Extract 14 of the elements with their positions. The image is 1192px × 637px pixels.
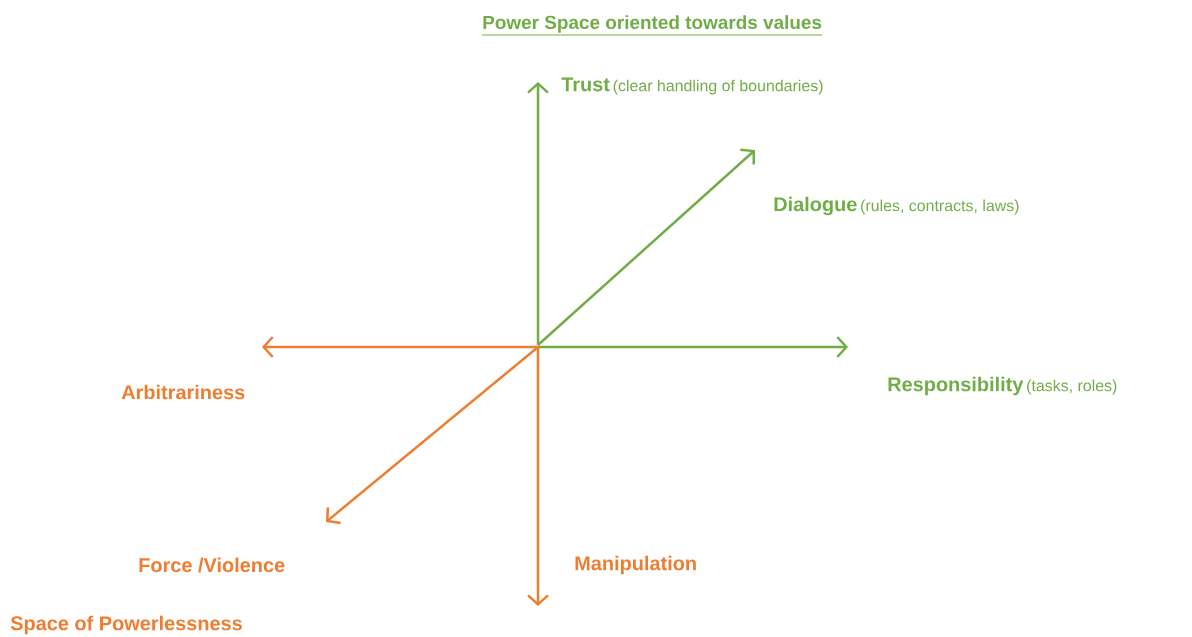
arrow	[527, 347, 549, 606]
axis-label: Arbitrariness	[121, 384, 245, 400]
axis-label: Manipulation	[575, 555, 696, 575]
arrow	[538, 336, 848, 358]
axis-label: Responsibility (tasks, roles)	[888, 376, 1117, 396]
arrow	[527, 82, 549, 345]
axis-label: Dialogue (rules, contracts, laws)	[774, 196, 1019, 216]
arrow	[326, 346, 539, 525]
title: Power Space oriented towards values	[483, 15, 822, 33]
axis-label: Trust (clear handling of boundaries)	[561, 77, 823, 95]
arrow	[262, 336, 540, 358]
corner-label: Space of Powerlessness	[10, 615, 242, 635]
arrow	[537, 148, 755, 346]
axis-label: Force /Violence	[139, 557, 285, 573]
